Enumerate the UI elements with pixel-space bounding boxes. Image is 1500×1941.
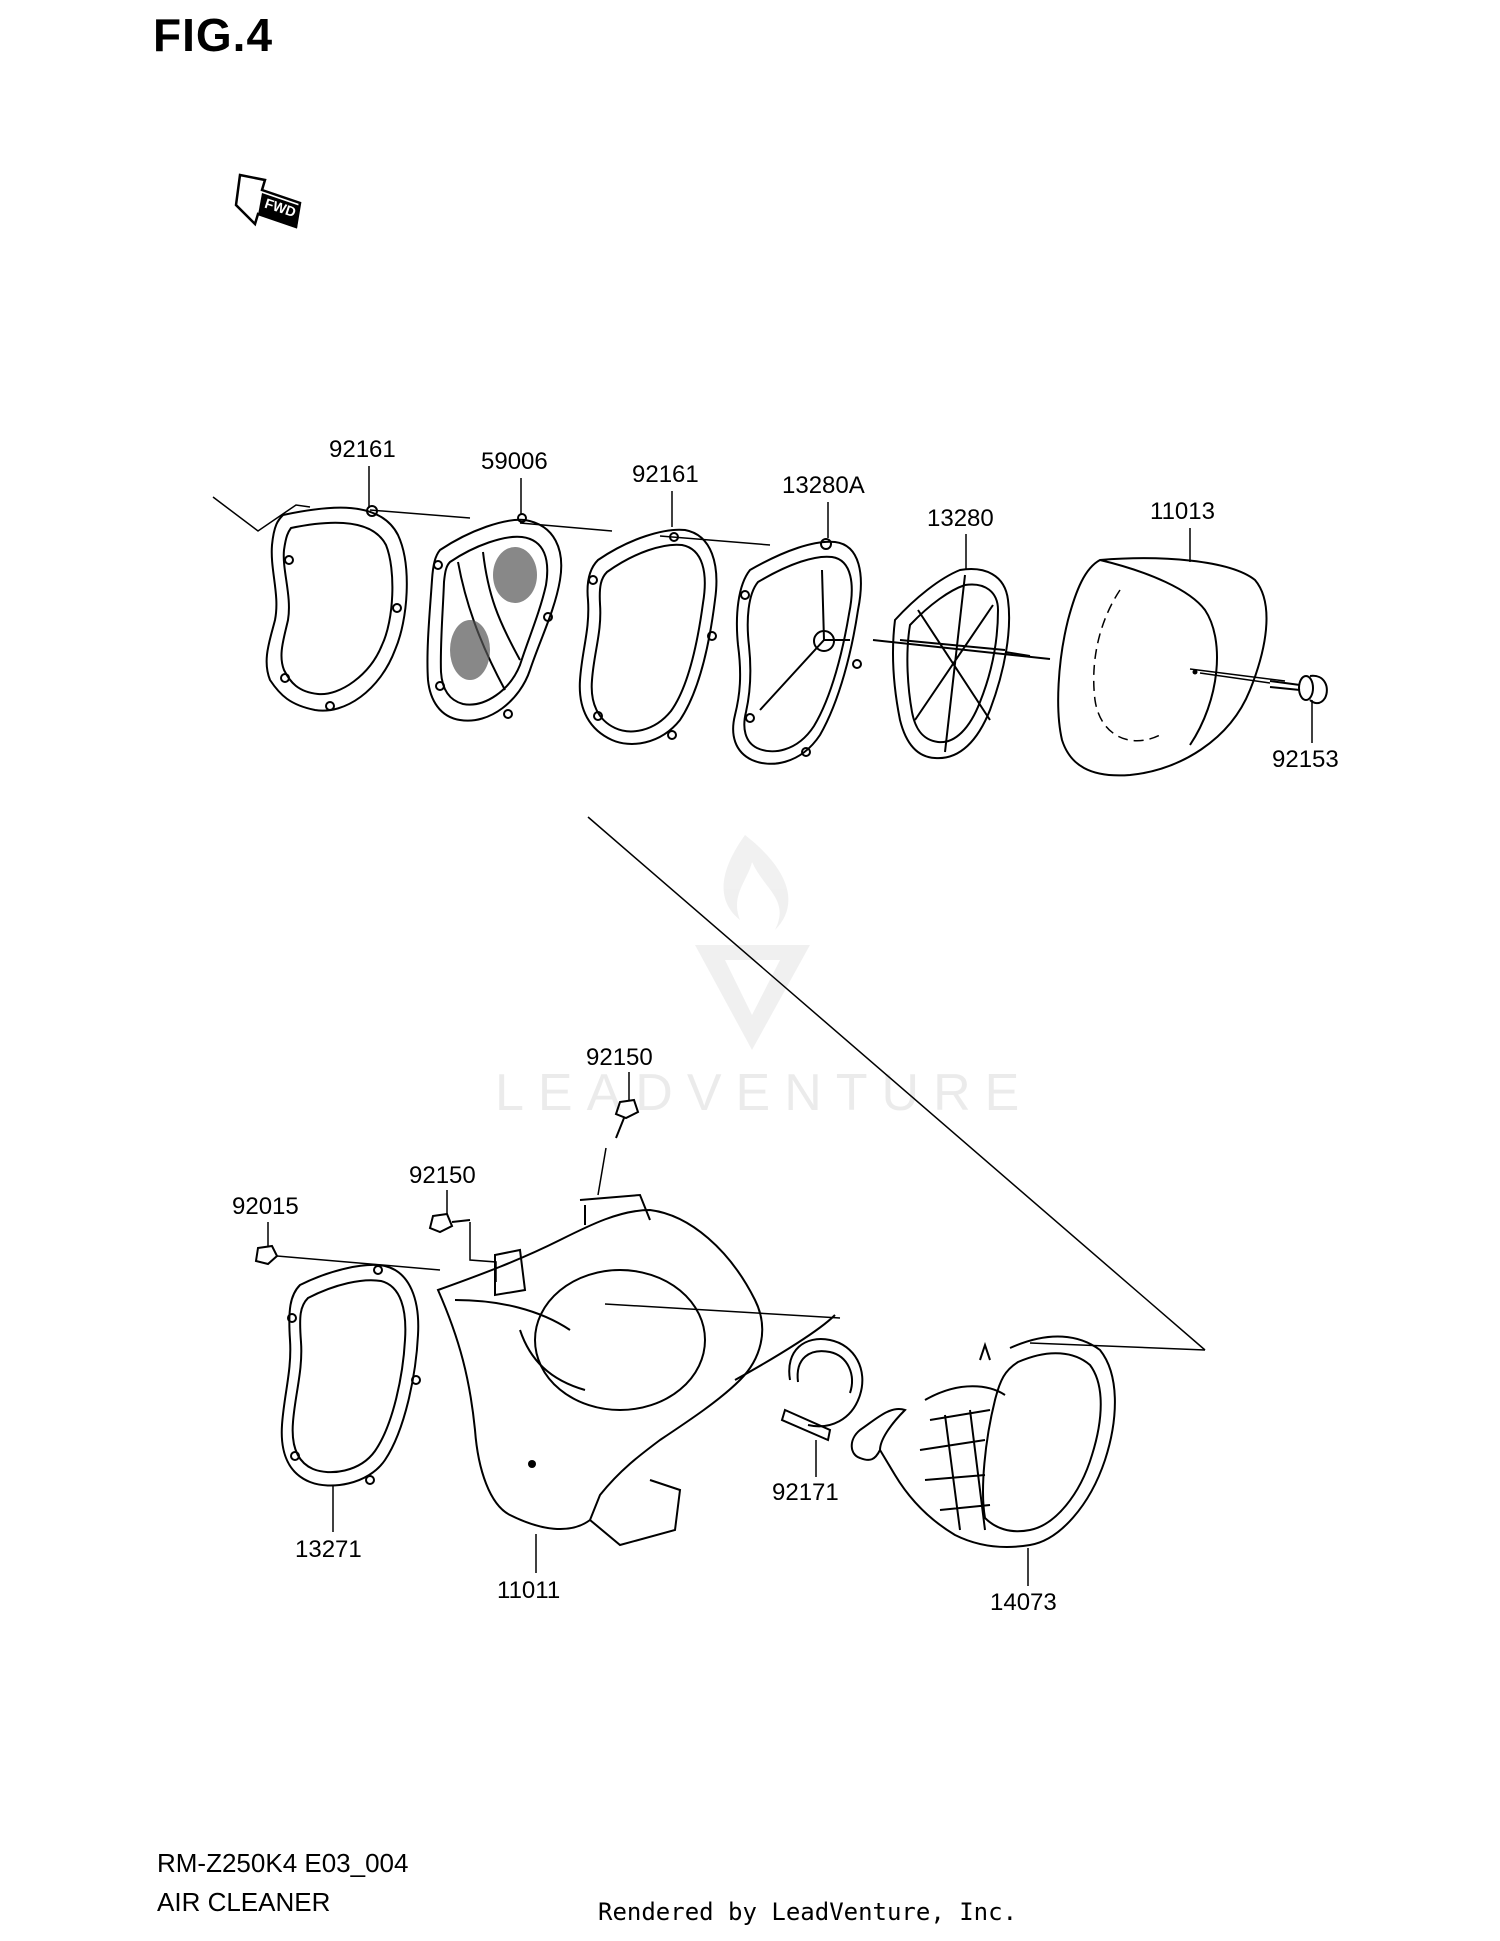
part-label-92161-middle: 92161 xyxy=(632,461,699,488)
part-label-13271: 13271 xyxy=(295,1536,362,1563)
part-label-92150-left: 92150 xyxy=(409,1162,476,1189)
gasket-92161-left[interactable] xyxy=(265,505,408,712)
watermark-logo: LEADVENTURE xyxy=(495,835,1033,1122)
part-label-92150-top: 92150 xyxy=(586,1044,653,1071)
part-label-92171: 92171 xyxy=(772,1479,839,1506)
part-label-59006: 59006 xyxy=(481,448,548,475)
clamp-92171[interactable] xyxy=(780,1338,864,1442)
part-label-13280: 13280 xyxy=(927,505,994,532)
nut-92015[interactable] xyxy=(254,1244,441,1271)
part-label-11013: 11013 xyxy=(1150,498,1215,525)
screen-59006[interactable] xyxy=(426,513,563,722)
cage-13280A[interactable] xyxy=(732,538,862,765)
watermark-text: LEADVENTURE xyxy=(495,1064,1033,1122)
render-credit: Rendered by LeadVenture, Inc. xyxy=(598,1898,1018,1926)
fwd-arrow-icon[interactable]: FWD xyxy=(234,173,302,229)
intake-boot-14073[interactable] xyxy=(850,1335,1116,1548)
wing-bolt-92153[interactable] xyxy=(1269,674,1328,705)
part-label-11011: 11011 xyxy=(497,1577,560,1604)
part-label-13280A: 13280A xyxy=(782,472,865,499)
part-label-14073: 14073 xyxy=(990,1589,1057,1616)
gasket-92161-middle[interactable] xyxy=(578,528,718,745)
section-title: AIR CLEANER xyxy=(157,1887,331,1917)
bolt-92150-top[interactable] xyxy=(597,1098,640,1196)
figure-title: FIG.4 xyxy=(153,9,274,61)
airbox-11011[interactable] xyxy=(436,1193,841,1547)
gasket-13271[interactable] xyxy=(280,1264,421,1487)
part-label-92015: 92015 xyxy=(232,1193,299,1220)
part-label-92161-left: 92161 xyxy=(329,436,396,463)
model-code: RM-Z250K4 E03_004 xyxy=(157,1848,409,1878)
part-label-92153: 92153 xyxy=(1272,746,1339,773)
filter-element-11013[interactable] xyxy=(1057,557,1271,777)
cage-13280[interactable] xyxy=(891,568,1031,760)
